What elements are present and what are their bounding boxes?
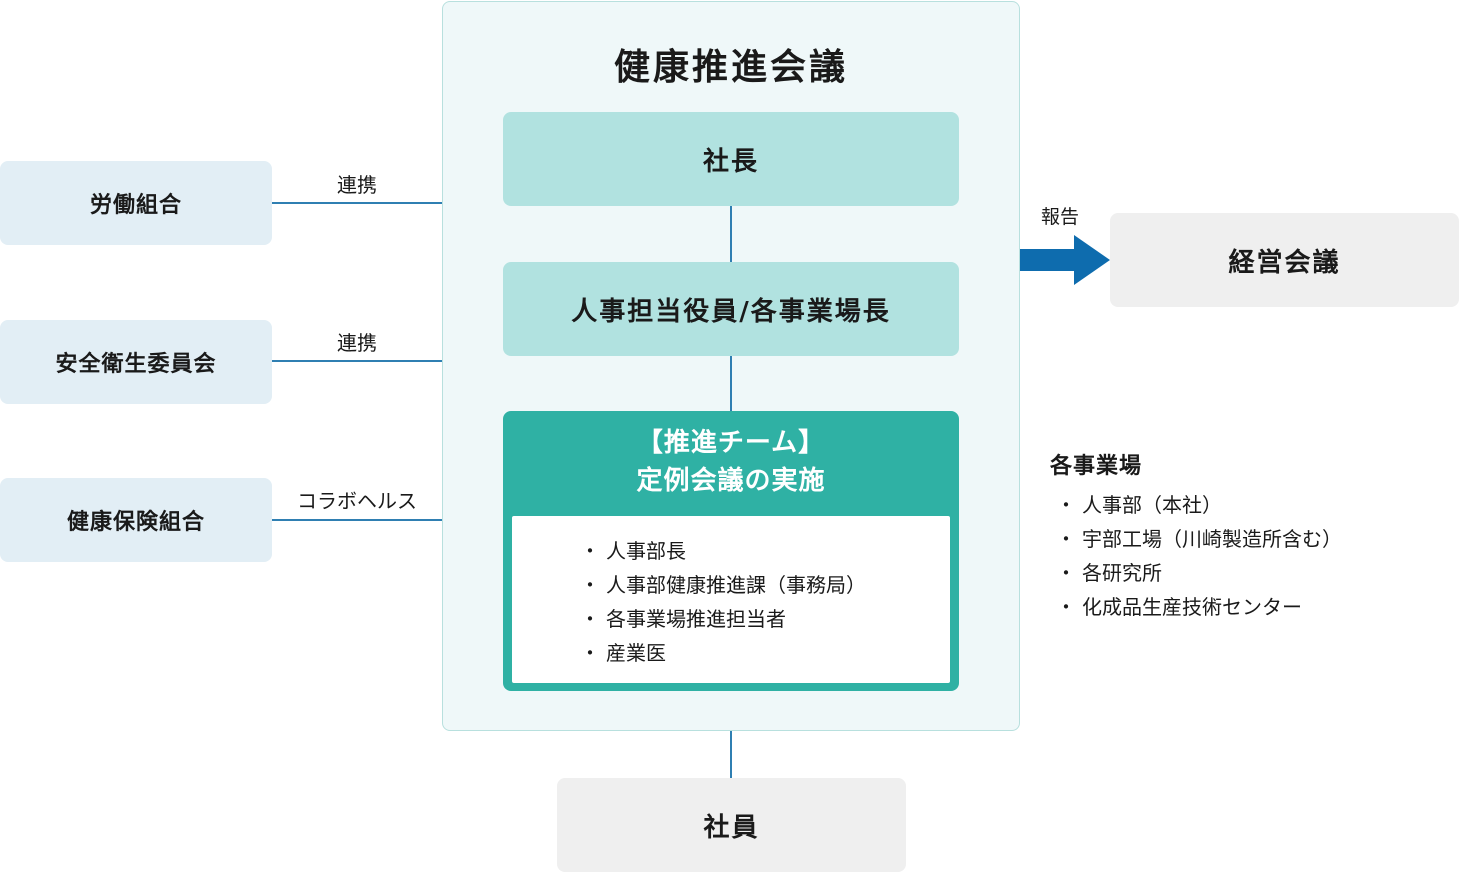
safety-health-committee-box: 安全衛生委員会 <box>0 320 272 404</box>
connector-labor-union <box>272 202 442 204</box>
report-arrow-shape <box>1020 235 1110 285</box>
link-label-safety-committee: 連携 <box>337 331 377 355</box>
president-box: 社長 <box>503 112 959 206</box>
promotion-team-subtitle: 定例会議の実施 <box>636 466 826 496</box>
promotion-team-title: 【推進チーム】 <box>636 428 826 458</box>
management-meeting-label: 経営会議 <box>1228 247 1341 278</box>
management-meeting-box: 経営会議 <box>1110 213 1459 307</box>
promotion-team-header: 【推進チーム】 定例会議の実施 <box>503 422 959 502</box>
link-label-health-insurance: コラボヘルス <box>297 489 417 513</box>
list-item: 宇部工場（川崎製造所含む） <box>1056 522 1342 556</box>
list-item: 各研究所 <box>1056 556 1342 590</box>
connector-safety-committee <box>272 360 442 362</box>
connector-president-officers <box>730 206 732 262</box>
link-label-labor-union: 連携 <box>337 173 377 197</box>
connector-council-employees <box>730 731 732 778</box>
employees-box: 社員 <box>557 778 906 872</box>
connector-health-insurance <box>272 519 442 521</box>
promotion-team-member-list: 人事部長 人事部健康推進課（事務局） 各事業場推進担当者 産業医 <box>580 534 866 670</box>
president-label: 社長 <box>702 146 759 177</box>
council-title: 健康推進会議 <box>613 47 848 88</box>
health-insurance-union-label: 健康保険組合 <box>66 510 205 535</box>
list-item: 人事部（本社） <box>1056 488 1342 522</box>
health-insurance-union-box: 健康保険組合 <box>0 478 272 562</box>
labor-union-box: 労働組合 <box>0 161 272 245</box>
sites-title: 各事業場 <box>1050 454 1143 479</box>
sites-list: 人事部（本社） 宇部工場（川崎製造所含む） 各研究所 化成品生産技術センター <box>1056 488 1342 624</box>
list-item: 各事業場推進担当者 <box>580 602 866 636</box>
list-item: 人事部長 <box>580 534 866 568</box>
officers-box: 人事担当役員/各事業場長 <box>503 262 959 356</box>
officers-label: 人事担当役員/各事業場長 <box>571 296 891 327</box>
list-item: 化成品生産技術センター <box>1056 590 1342 624</box>
list-item: 産業医 <box>580 636 866 670</box>
list-item: 人事部健康推進課（事務局） <box>580 568 866 602</box>
labor-union-label: 労働組合 <box>89 193 182 218</box>
report-label: 報告 <box>1040 206 1079 228</box>
safety-health-committee-label: 安全衛生委員会 <box>55 352 217 377</box>
report-arrow-icon <box>1020 235 1110 285</box>
employees-label: 社員 <box>703 812 760 843</box>
connector-officers-team <box>730 356 732 411</box>
